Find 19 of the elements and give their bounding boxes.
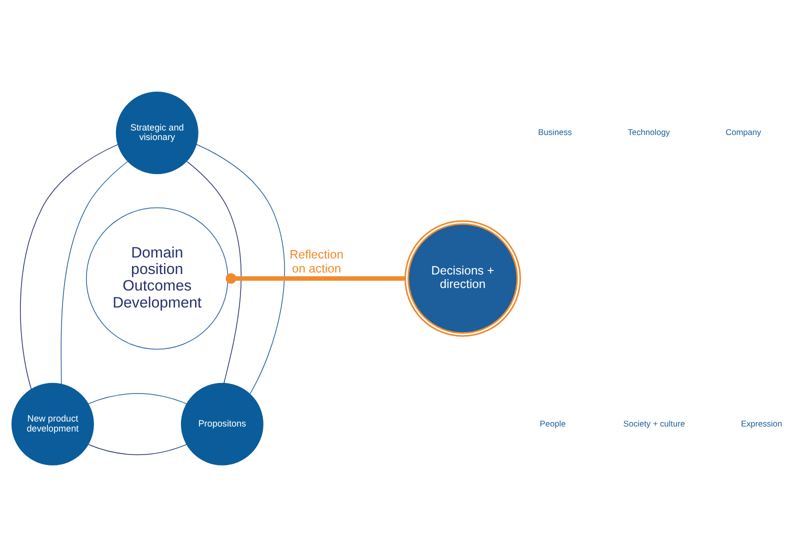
connector bbox=[88, 392, 188, 404]
node-circle: Decisions + direction bbox=[404, 220, 521, 336]
node-circle: Propositons bbox=[180, 382, 264, 465]
label: Technology bbox=[628, 126, 670, 136]
connector bbox=[186, 160, 242, 384]
label: Expression bbox=[740, 418, 782, 428]
label: Business bbox=[538, 126, 572, 136]
label: Society + culture bbox=[623, 418, 685, 428]
label: People bbox=[540, 418, 566, 428]
node-circle: Strategic and visionary bbox=[116, 91, 198, 174]
edge-label: Reflection on action bbox=[290, 247, 344, 275]
connector bbox=[226, 272, 406, 284]
connector bbox=[60, 160, 128, 384]
connector bbox=[20, 144, 118, 390]
label: Company bbox=[726, 126, 762, 136]
node-circle: New product development bbox=[12, 382, 94, 465]
node-circle: Domain position Outcomes Development bbox=[86, 206, 228, 350]
connector bbox=[196, 143, 285, 394]
connector bbox=[88, 444, 188, 455]
